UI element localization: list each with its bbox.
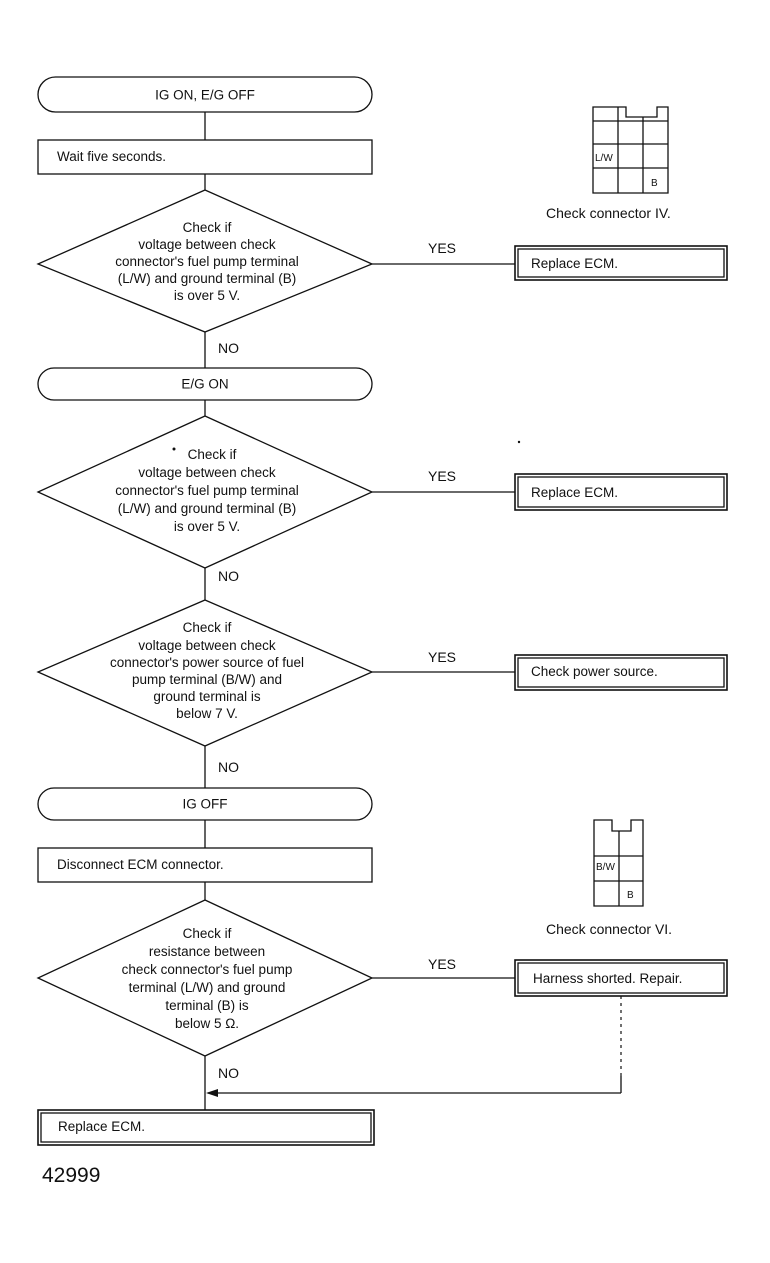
decision-1-line: voltage between check bbox=[138, 237, 276, 252]
decision-3-line: pump terminal (B/W) and bbox=[132, 672, 282, 687]
decision-4-line: Check if bbox=[183, 926, 232, 941]
no-label: NO bbox=[218, 1065, 239, 1081]
start-ig-off-label: IG OFF bbox=[183, 797, 228, 812]
start-eg-on bbox=[37, 367, 373, 401]
decision-4-line: terminal (L/W) and ground bbox=[129, 980, 286, 995]
start-ig-off bbox=[37, 787, 373, 821]
start-ig-on-label: IG ON, E/G OFF bbox=[155, 88, 255, 103]
decision-4-line: terminal (B) is bbox=[165, 998, 249, 1013]
decision-4 bbox=[36, 899, 374, 1057]
result-3-label: Check power source. bbox=[531, 664, 658, 679]
decision-1-line: (L/W) and ground terminal (B) bbox=[118, 271, 297, 286]
connector-vi-pin-bw: B/W bbox=[596, 862, 615, 873]
decision-2 bbox=[36, 415, 374, 569]
result-box-inner bbox=[517, 476, 725, 508]
decision-2-line: is over 5 V. bbox=[174, 519, 240, 534]
decision-3 bbox=[36, 599, 374, 747]
decision-2-line: voltage between check bbox=[138, 465, 276, 480]
result-4-label: Harness shorted. Repair. bbox=[533, 971, 682, 986]
connector-vi-pin-b: B bbox=[627, 890, 634, 901]
yes-label: YES bbox=[428, 240, 456, 256]
result-box-inner bbox=[517, 657, 725, 688]
step-wait-label: Wait five seconds. bbox=[57, 149, 166, 164]
decision-2-line: Check if bbox=[188, 447, 237, 462]
decision-4-line: check connector's fuel pump bbox=[122, 962, 293, 977]
decision-4-line: resistance between bbox=[149, 944, 265, 959]
decision-2-line: (L/W) and ground terminal (B) bbox=[118, 501, 297, 516]
yes-label: YES bbox=[428, 468, 456, 484]
decision-3-line: below 7 V. bbox=[176, 706, 238, 721]
final-label: Replace ECM. bbox=[58, 1119, 145, 1134]
decision-3-line: connector's power source of fuel bbox=[110, 655, 304, 670]
decision-1-line: connector's fuel pump terminal bbox=[115, 254, 298, 269]
connector-vi-caption: Check connector VI. bbox=[546, 921, 672, 937]
return-arrow bbox=[206, 1089, 218, 1097]
result-box-inner bbox=[517, 962, 725, 994]
result-1-label: Replace ECM. bbox=[531, 256, 618, 271]
no-label: NO bbox=[218, 340, 239, 356]
yes-label: YES bbox=[428, 956, 456, 972]
stray-mark bbox=[517, 440, 521, 444]
decision-4-line: below 5 Ω. bbox=[175, 1016, 239, 1031]
final-box-inner bbox=[40, 1112, 372, 1143]
step-disconnect bbox=[37, 847, 373, 883]
no-label: NO bbox=[218, 759, 239, 775]
decision-3-line: Check if bbox=[183, 620, 232, 635]
connector-vi: B/W B bbox=[593, 819, 644, 907]
decision-3-line: voltage between check bbox=[138, 638, 276, 653]
step-wait bbox=[37, 139, 373, 175]
decision-1-line: is over 5 V. bbox=[174, 288, 240, 303]
connector-iv-caption: Check connector IV. bbox=[546, 205, 671, 221]
no-label: NO bbox=[218, 568, 239, 584]
connector-iv-pin-lw: L/W bbox=[595, 153, 613, 164]
connector-iv-outline bbox=[592, 106, 669, 194]
start-eg-on-label: E/G ON bbox=[181, 377, 228, 392]
stray-mark bbox=[172, 447, 176, 451]
decision-3-line: ground terminal is bbox=[153, 689, 261, 704]
connector-iv-pin-b: B bbox=[651, 178, 658, 189]
result-box-inner bbox=[517, 248, 725, 278]
result-2-label: Replace ECM. bbox=[531, 485, 618, 500]
decision-2-line: connector's fuel pump terminal bbox=[115, 483, 298, 498]
yes-label: YES bbox=[428, 649, 456, 665]
start-ig-on bbox=[37, 76, 373, 113]
figure-number: 42999 bbox=[42, 1164, 100, 1187]
connector-vi-outline bbox=[593, 819, 644, 907]
decision-1-line: Check if bbox=[183, 220, 232, 235]
connector-iv: L/W B bbox=[592, 106, 669, 194]
decision-1 bbox=[36, 189, 374, 333]
step-disconnect-label: Disconnect ECM connector. bbox=[57, 857, 224, 872]
